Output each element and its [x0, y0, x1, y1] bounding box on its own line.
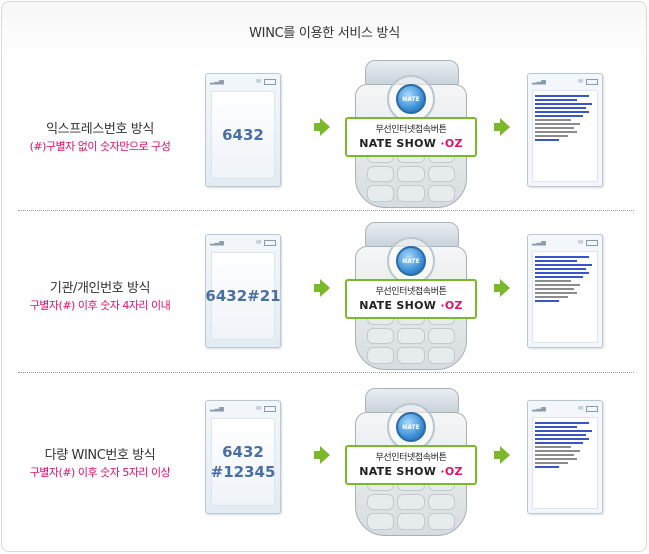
nate-callout: 무선인터넷접속버튼 NATE SHOW ·OZ	[345, 445, 477, 485]
row-institution: 기관/개인번호 방식 구별자(#) 이후 숫자 4자리 이내 ▂▃▅ ✉ 643…	[0, 222, 649, 382]
signal-icon: ▂▃▅	[532, 78, 546, 85]
row-sub-label: 구별자(#) 이후 숫자 5자리 이상	[29, 466, 171, 479]
mail-icon: ✉	[255, 239, 261, 246]
result-content	[532, 417, 598, 509]
row-label: 익스프레스번호 방식	[46, 122, 154, 137]
mail-icon: ✉	[577, 405, 583, 412]
result-content	[532, 251, 598, 343]
nate-button-icon: NATE	[396, 84, 426, 114]
signal-icon: ▂▃▅	[210, 78, 224, 85]
battery-icon	[586, 79, 598, 85]
nate-button-icon: NATE	[396, 246, 426, 276]
number-display: 6432	[211, 91, 275, 179]
arrow-right-icon	[314, 118, 330, 136]
row-label: 다량 WINC번호 방식	[44, 448, 156, 463]
arrow-right-icon	[494, 446, 510, 464]
callout-text: 무선인터넷접속버튼	[375, 125, 447, 135]
signal-icon: ▂▃▅	[210, 405, 224, 412]
flip-phone: NATE 무선인터넷접속버튼 NATE SHOW ·OZ	[345, 222, 477, 372]
mail-icon: ✉	[577, 239, 583, 246]
nate-show-logo: NATE SHOW ·OZ	[359, 299, 463, 312]
battery-icon	[586, 406, 598, 412]
nate-show-logo: NATE SHOW ·OZ	[359, 137, 463, 150]
page-title: WINC를 이용한 서비스 방식	[249, 26, 400, 41]
row-bulk-winc: 다량 WINC번호 방식 구별자(#) 이후 숫자 5자리 이상 ▂▃▅ ✉ 6…	[0, 386, 649, 546]
arrow-right-icon	[494, 279, 510, 297]
row-label: 기관/개인번호 방식	[49, 281, 151, 296]
number-display: 6432 #12345	[211, 418, 275, 506]
row-sub-label: (#)구별자 없이 숫자만으로 구성	[29, 140, 171, 153]
nate-show-logo: NATE SHOW ·OZ	[359, 465, 463, 478]
result-screen: ▂▃▅ ✉	[527, 400, 603, 514]
battery-icon	[264, 406, 276, 412]
number-line: 6432	[222, 126, 264, 144]
input-screen: ▂▃▅ ✉ 6432 #12345	[205, 400, 281, 514]
signal-icon: ▂▃▅	[532, 239, 546, 246]
arrow-right-icon	[314, 446, 330, 464]
input-screen: ▂▃▅ ✉ 6432	[205, 73, 281, 187]
callout-text: 무선인터넷접속버튼	[375, 453, 447, 463]
flip-phone: NATE 무선인터넷접속버튼 NATE SHOW ·OZ	[345, 60, 477, 210]
number-line: 6432#21	[205, 287, 281, 305]
row-divider	[18, 210, 634, 211]
battery-icon	[586, 240, 598, 246]
row-express: 익스프레스번호 방식 (#)구별자 없이 숫자만으로 구성 ▂▃▅ ✉ 6432…	[0, 60, 649, 220]
number-line: #12345	[210, 463, 276, 481]
row-divider	[18, 372, 634, 373]
result-screen: ▂▃▅ ✉	[527, 234, 603, 348]
nate-callout: 무선인터넷접속버튼 NATE SHOW ·OZ	[345, 279, 477, 319]
result-content	[532, 90, 598, 182]
result-screen: ▂▃▅ ✉	[527, 73, 603, 187]
flip-phone: NATE 무선인터넷접속버튼 NATE SHOW ·OZ	[345, 388, 477, 538]
nate-button-icon: NATE	[396, 412, 426, 442]
arrow-right-icon	[314, 279, 330, 297]
mail-icon: ✉	[255, 78, 261, 85]
number-line: 6432	[222, 443, 264, 461]
battery-icon	[264, 240, 276, 246]
input-screen: ▂▃▅ ✉ 6432#21	[205, 234, 281, 348]
row-sub-label: 구별자(#) 이후 숫자 4자리 이내	[29, 299, 171, 312]
arrow-right-icon	[494, 118, 510, 136]
signal-icon: ▂▃▅	[210, 239, 224, 246]
callout-text: 무선인터넷접속버튼	[375, 287, 447, 297]
signal-icon: ▂▃▅	[532, 405, 546, 412]
nate-callout: 무선인터넷접속버튼 NATE SHOW ·OZ	[345, 117, 477, 157]
mail-icon: ✉	[255, 405, 261, 412]
number-display: 6432#21	[205, 252, 281, 340]
battery-icon	[264, 79, 276, 85]
mail-icon: ✉	[577, 78, 583, 85]
